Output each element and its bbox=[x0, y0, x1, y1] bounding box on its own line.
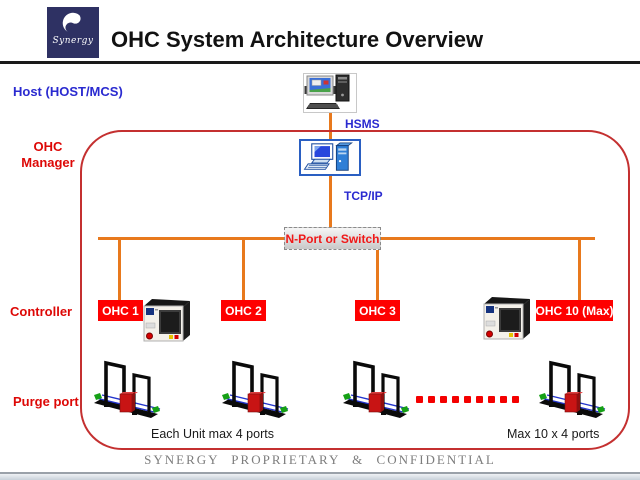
drop-line-ohc2 bbox=[242, 240, 245, 300]
purge-port-rack-4-icon bbox=[537, 351, 609, 427]
ohc10-label-box: OHC 10 (Max) bbox=[535, 300, 614, 321]
ohc3-label-box: OHC 3 bbox=[355, 300, 400, 321]
note-each-unit: Each Unit max 4 ports bbox=[151, 427, 274, 441]
row-label-ohc-manager: OHC Manager bbox=[21, 139, 75, 170]
host-computer-icon bbox=[303, 73, 357, 113]
ohc10-controller-device-icon bbox=[482, 294, 532, 342]
purge-port-rack-1-icon bbox=[92, 351, 164, 427]
confidentiality-footer: SYNERGY PROPRIETARY & CONFIDENTIAL bbox=[144, 452, 496, 467]
row-label-host: Host (HOST/MCS) bbox=[13, 84, 123, 99]
drop-line-ohc10 bbox=[578, 240, 581, 300]
logo-swirl-icon bbox=[62, 12, 81, 33]
note-max-total: Max 10 x 4 ports bbox=[507, 427, 600, 441]
purge-port-rack-3-icon bbox=[341, 351, 413, 427]
drop-line-ohc1 bbox=[118, 240, 121, 300]
ohc-controller-device-icon bbox=[142, 296, 192, 344]
page-title: OHC System Architecture Overview bbox=[111, 27, 484, 52]
bottom-strip bbox=[0, 474, 640, 480]
ohc1-label-box: OHC 1 bbox=[98, 300, 143, 321]
ellipsis-dotted-line bbox=[416, 396, 519, 403]
tcpip-label: TCP/IP bbox=[344, 189, 383, 203]
nport-switch-box: N-Port or Switch bbox=[284, 227, 381, 250]
system-boundary-frame bbox=[80, 130, 630, 450]
row-label-purge-port: Purge port bbox=[13, 394, 79, 409]
row-label-controller: Controller bbox=[10, 304, 73, 319]
footer-divider bbox=[0, 472, 640, 474]
synergy-logo: Synergy bbox=[47, 7, 99, 58]
title-divider bbox=[0, 61, 640, 64]
ohc-manager-computer-icon bbox=[299, 139, 361, 176]
purge-port-rack-2-icon bbox=[220, 351, 292, 427]
ohc2-label-box: OHC 2 bbox=[221, 300, 266, 321]
hsms-label: HSMS bbox=[345, 117, 380, 131]
logo-wordmark: Synergy bbox=[52, 36, 94, 46]
drop-line-ohc3 bbox=[376, 240, 379, 300]
